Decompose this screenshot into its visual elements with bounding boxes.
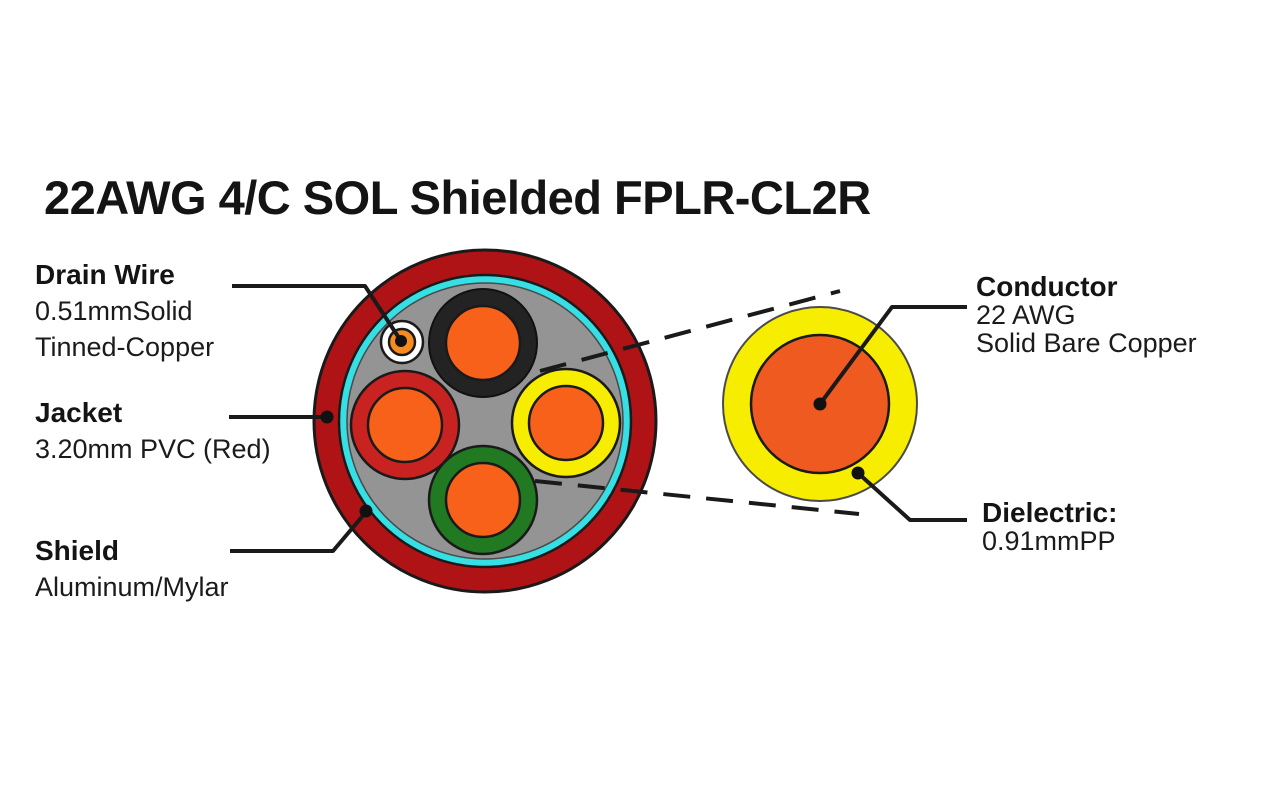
callout-jacket: Jacket 3.20mm PVC (Red) [35,394,271,467]
callout-shield: Shield Aluminum/Mylar [35,532,229,605]
page-title: 22AWG 4/C SOL Shielded FPLR-CL2R [44,171,871,224]
conductor-red [349,369,461,481]
dielectric-heading: Dielectric: [982,497,1118,528]
dielectric-leader-line [856,471,967,522]
jacket-detail-material: 3.20mm PVC (Red) [35,434,271,464]
conductor-heading: Conductor [976,271,1118,302]
conductor-yellow-core [527,384,605,462]
conductor-red-core [366,386,444,464]
conductor-green-core [444,461,522,539]
drain-wire-leader-dot [395,335,407,347]
callout-dielectric: Dielectric: 0.91mmPP [982,498,1117,555]
drain-wire-leader-line [232,284,403,343]
drain-wire-detail-material: Tinned-Copper [35,332,215,362]
conductor-black-core [444,304,522,382]
zoom-dashed-line-bottom [534,479,860,516]
leader-lines [229,284,967,553]
jacket-heading: Jacket [35,397,123,428]
callout-conductor: Conductor 22 AWG Solid Bare Copper [976,272,1197,357]
conductor-yellow [510,367,622,479]
conductor-leader-line [818,305,967,406]
jacket-leader-dot [320,410,334,424]
conductor-green [427,444,539,556]
shield-leader-dot [359,504,373,518]
callout-drain-wire: Drain Wire 0.51mmSolid Tinned-Copper [35,256,214,365]
shield-detail-material: Aluminum/Mylar [35,572,229,602]
dielectric-leader-dot [851,466,865,480]
conductor-leader-dot [813,397,827,411]
drain-wire-detail-size: 0.51mmSolid [35,296,193,326]
main-cable-cross-section [312,248,658,594]
shield-leader-line [230,510,368,553]
shield-heading: Shield [35,535,120,566]
conductor-black [428,288,538,398]
conductor-detail-gauge: 22 AWG [976,300,1076,330]
leader-dots [320,335,865,518]
zoom-dashed-line-top [539,289,841,373]
conductor-detail-material: Solid Bare Copper [976,328,1197,358]
drain-wire-heading: Drain Wire [35,259,175,290]
dielectric-detail-size: 0.91mmPP [982,526,1116,556]
